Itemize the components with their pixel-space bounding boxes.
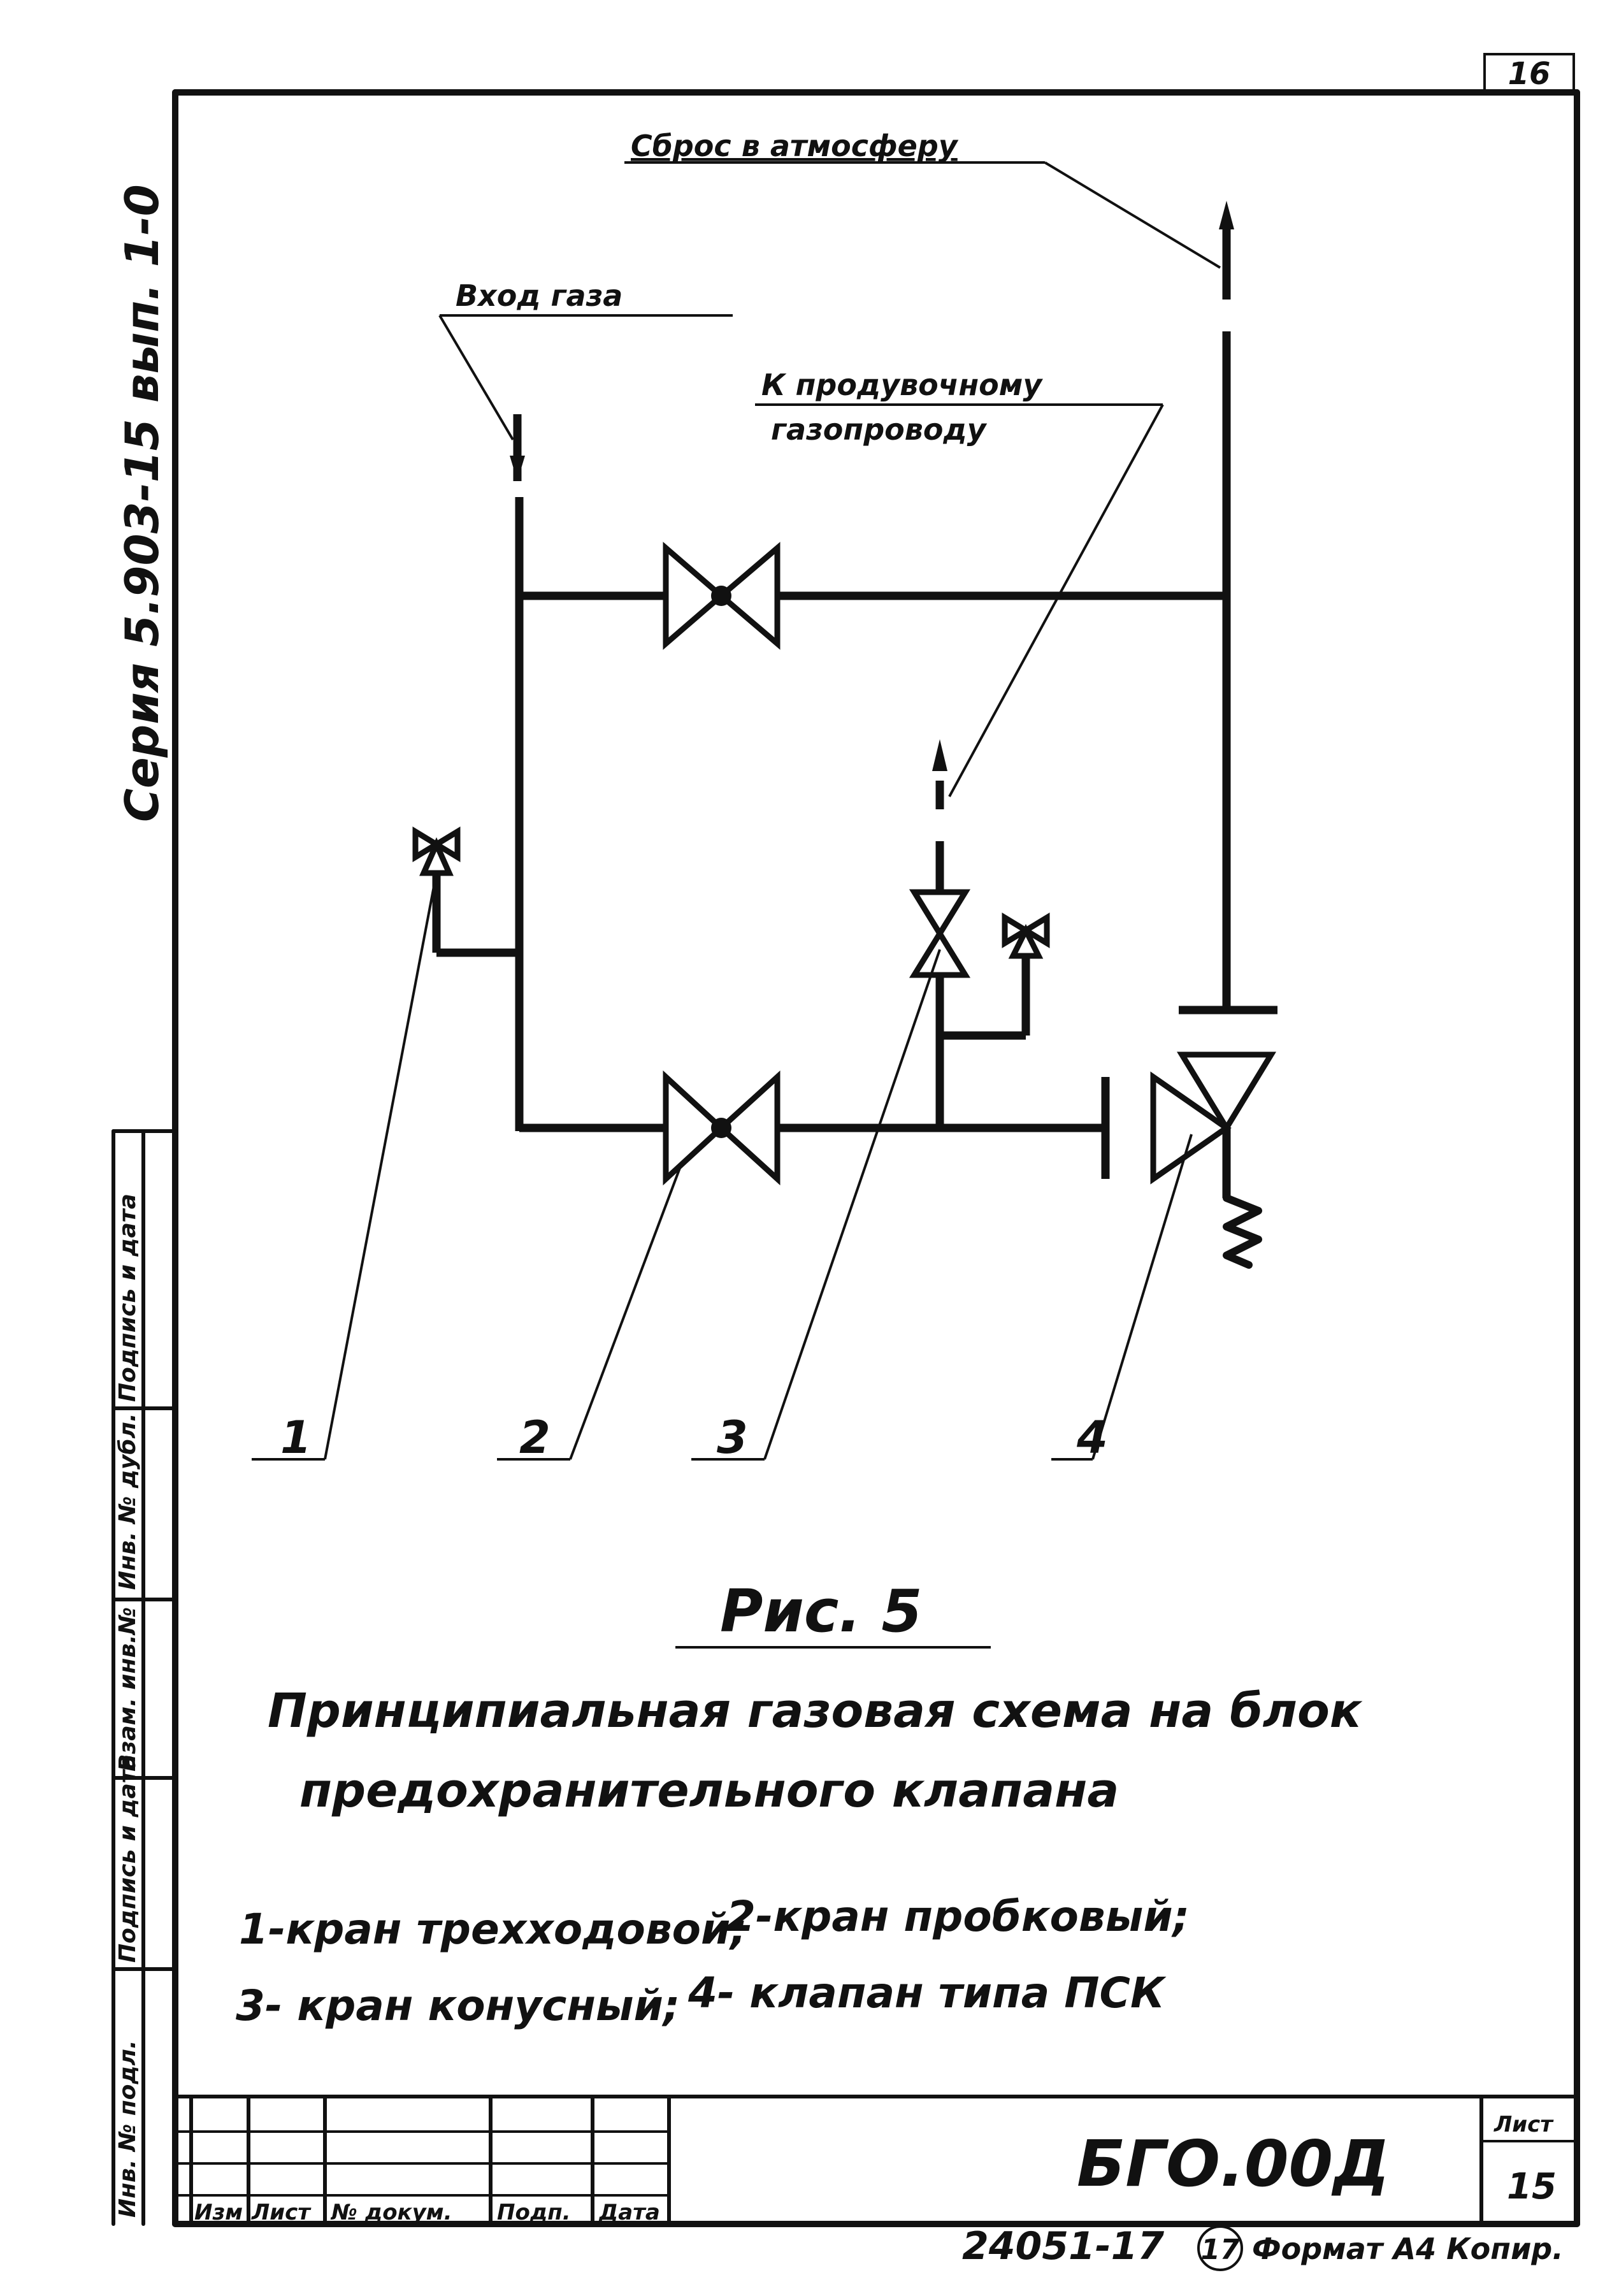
doc-code: БГО.00Д xyxy=(1077,2126,1390,2201)
figure-caption-line1: Принципиальная газовая схема на блок xyxy=(268,1684,1363,1738)
format-note: Формат А4 Копир. xyxy=(1252,2232,1564,2266)
side-stamp-cell-4: Инв. № дубл. xyxy=(115,1413,141,1590)
top-page-number: 16 xyxy=(1508,56,1551,92)
side-stamp-cell-2: Подпись и дата xyxy=(115,1754,141,1963)
side-stamp-cell-3: Взам. инв.№ xyxy=(115,1607,141,1772)
figure-title: Рис. 5 xyxy=(720,1577,922,1645)
title-block xyxy=(173,2095,1579,2226)
purge-annotation-line2: газопроводу xyxy=(771,412,988,447)
copy-number-ring xyxy=(1197,2225,1243,2271)
plug-valve xyxy=(663,1070,781,1186)
callout-1: 1 xyxy=(280,1412,312,1464)
pipework xyxy=(432,201,1234,1132)
gas-inlet-arrow-icon xyxy=(510,456,525,481)
bypass-plug-valve xyxy=(663,542,781,650)
callout-3: 3 xyxy=(717,1412,748,1464)
sheet-label: Лист xyxy=(1493,2112,1554,2137)
tb-col-list: Лист xyxy=(251,2200,312,2225)
figure-caption-line2: предохранительного клапана xyxy=(299,1763,1119,1818)
purge-arrow-icon xyxy=(932,739,947,771)
legend-item-2: 2-кран пробковый; xyxy=(726,1892,1190,1941)
tb-col-doc: № докум. xyxy=(330,2200,452,2225)
legend-item-4: 4- клапан типа ПСК xyxy=(687,1968,1167,2018)
callout-leaders xyxy=(252,872,1193,1461)
three-way-valve xyxy=(412,827,461,876)
side-stamp-cell-1: Инв. № подл. xyxy=(115,2040,141,2218)
tb-col-izm: Изм xyxy=(194,2200,243,2225)
purge-annotation-line1: К продувочному xyxy=(761,368,1043,402)
sheet-number: 15 xyxy=(1507,2166,1557,2207)
frame xyxy=(112,89,1580,2227)
side-stamp-cell-5: Подпись и дата xyxy=(115,1194,141,1402)
legend-item-1: 1-кран трехходовой; xyxy=(239,1905,747,1954)
callout-2: 2 xyxy=(519,1412,550,1464)
inventory-number: 24051-17 xyxy=(962,2224,1164,2269)
gas-inlet-annotation: Вход газа xyxy=(456,278,622,313)
relief-valve-psk xyxy=(1101,1006,1277,1269)
cone-valve xyxy=(909,889,971,978)
series-code: Серия 5.903-15 вып. 1-0 xyxy=(115,184,169,822)
tb-col-sign: Подп. xyxy=(497,2200,571,2225)
legend-item-3: 3- кран конусный; xyxy=(236,1981,680,2030)
vent-arrow-icon xyxy=(1219,201,1234,229)
vent-annotation: Сброс в атмосферу xyxy=(631,129,959,163)
copy-number: 17 xyxy=(1200,2234,1240,2266)
tb-col-date: Дата xyxy=(598,2200,660,2225)
callout-4: 4 xyxy=(1076,1412,1108,1464)
side-stamp xyxy=(112,1129,177,2226)
small-three-way-valve xyxy=(1002,913,1050,959)
